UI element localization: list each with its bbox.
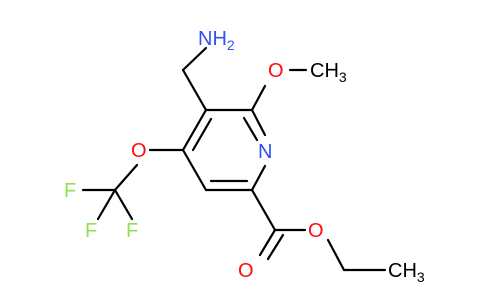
bond-cf3-f2 (96, 188, 117, 221)
atom-ring-nitrogen: N (258, 141, 272, 163)
bond-ring-c4-c3-double (191, 117, 213, 152)
atom-fluorine-bottom-right: F (126, 220, 138, 242)
bond-c6-carbonyl (250, 188, 277, 232)
bond-o-cf3 (113, 163, 139, 192)
atom-carbonyl-oxygen: O (238, 260, 254, 282)
atom-methoxy-oxygen: O (268, 60, 284, 82)
atom-ester-oxygen: O (308, 220, 324, 242)
bond-ring-c5-c4 (181, 148, 208, 192)
atom-ethyl-methyl: CH3 (388, 260, 425, 285)
bond-ring-c4-c3 (181, 108, 208, 152)
bond-c2-o-methoxy (250, 84, 267, 112)
bond-cf3-f3 (113, 188, 134, 221)
bond-carbonyl-o-double-a (258, 228, 277, 257)
bond-ch2-nh2 (181, 46, 208, 72)
atom-ether-oxygen: O (131, 140, 147, 162)
bond-ring-c2-n (250, 108, 267, 137)
atom-labels: NH2 O CH3 N O F F F O O CH3 (64, 28, 425, 285)
atom-fluorine-left: F (64, 180, 76, 202)
atom-methoxy-methyl: CH3 (310, 60, 347, 85)
atom-fluorine-bottom-left: F (85, 220, 97, 242)
atom-amine-label: NH2 (198, 28, 235, 53)
bond-ring-n-c6 (250, 164, 267, 192)
bond-o-ch2-ethyl (326, 238, 346, 272)
bond-ring-c2-n-double (242, 116, 259, 142)
bonds (81, 46, 387, 272)
bond-carbonyl-o-double-b (266, 233, 285, 261)
bond-c3-ch2 (181, 68, 208, 112)
